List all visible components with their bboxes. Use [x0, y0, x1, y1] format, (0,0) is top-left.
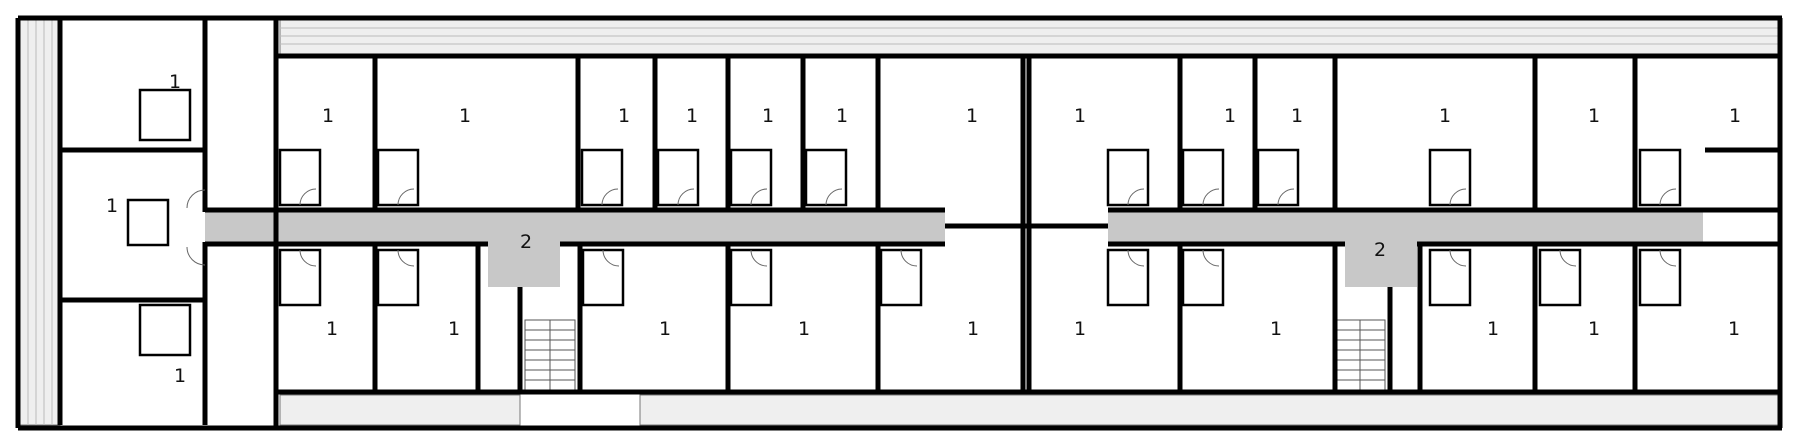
room-label: 1 [459, 105, 471, 127]
room-label: 1 [169, 71, 181, 93]
corridor-labels: 2 2 [520, 231, 1386, 261]
bath-pod [1638, 248, 1682, 307]
room-label: 1 [1074, 318, 1086, 340]
bath-pod [278, 248, 322, 307]
room-label: 1 [618, 105, 630, 127]
corridor-label: 2 [1374, 239, 1386, 261]
bath-pod [138, 303, 192, 357]
bath-pod [1428, 248, 1472, 307]
room-label: 1 [762, 105, 774, 127]
bath-pod [729, 248, 773, 307]
stairwells [524, 319, 1386, 391]
room-label: 1 [1291, 105, 1303, 127]
bath-pod [1428, 148, 1472, 207]
bath-pod [126, 198, 170, 247]
room-labels-bottom: 1 1 1 1 1 1 1 1 1 1 1 [326, 318, 1740, 340]
room-label: 1 [1588, 318, 1600, 340]
walls [15, 15, 1783, 431]
bath-pod [1638, 148, 1682, 207]
room-label: 1 [798, 318, 810, 340]
room-label: 1 [448, 318, 460, 340]
bath-pod [804, 148, 848, 207]
bath-pod [278, 148, 322, 207]
room-label: 1 [1487, 318, 1499, 340]
corridor-label: 2 [520, 231, 532, 253]
bath-pod [1256, 148, 1300, 207]
bath-pod [729, 148, 773, 207]
bath-pod [138, 88, 192, 142]
room-label: 1 [1588, 105, 1600, 127]
door-swings [186, 188, 1677, 267]
room-label: 1 [1728, 318, 1740, 340]
room-labels-left: 1 1 1 [106, 71, 186, 387]
bath-pod [376, 148, 420, 207]
room-label: 1 [967, 318, 979, 340]
bath-pod [1106, 248, 1150, 307]
room-label: 1 [659, 318, 671, 340]
room-label: 1 [322, 105, 334, 127]
terrace-left [19, 19, 61, 426]
room-labels-top: 1 1 1 1 1 1 1 1 1 1 1 1 1 [322, 105, 1741, 127]
bath-pod [581, 248, 625, 307]
room-label: 1 [1729, 105, 1741, 127]
corridor-left-hall [488, 212, 560, 287]
room-label: 1 [326, 318, 338, 340]
terrace-bottom-b [639, 394, 1779, 426]
room-label: 1 [1074, 105, 1086, 127]
room-label: 1 [836, 105, 848, 127]
room-label: 1 [1224, 105, 1236, 127]
bath-pod [1181, 148, 1225, 207]
corridor-left [205, 212, 945, 242]
terrace-hatching [27, 20, 1778, 425]
room-label: 1 [966, 105, 978, 127]
room-label: 1 [686, 105, 698, 127]
bath-pod [376, 248, 420, 307]
corridors [205, 212, 1703, 287]
bath-pod [580, 148, 624, 207]
bath-pod [1106, 148, 1150, 207]
bath-pod [879, 248, 923, 307]
terrace-top [279, 19, 1779, 55]
bath-pod [656, 148, 700, 207]
room-label: 1 [1439, 105, 1451, 127]
bath-pod [1538, 248, 1582, 307]
terrace-strips [19, 19, 1779, 426]
room-label: 1 [106, 195, 118, 217]
room-label: 1 [174, 365, 186, 387]
room-label: 1 [1270, 318, 1282, 340]
corridor-right-hall [1345, 212, 1417, 287]
terrace-bottom-a [279, 394, 521, 426]
bath-pod [1181, 248, 1225, 307]
